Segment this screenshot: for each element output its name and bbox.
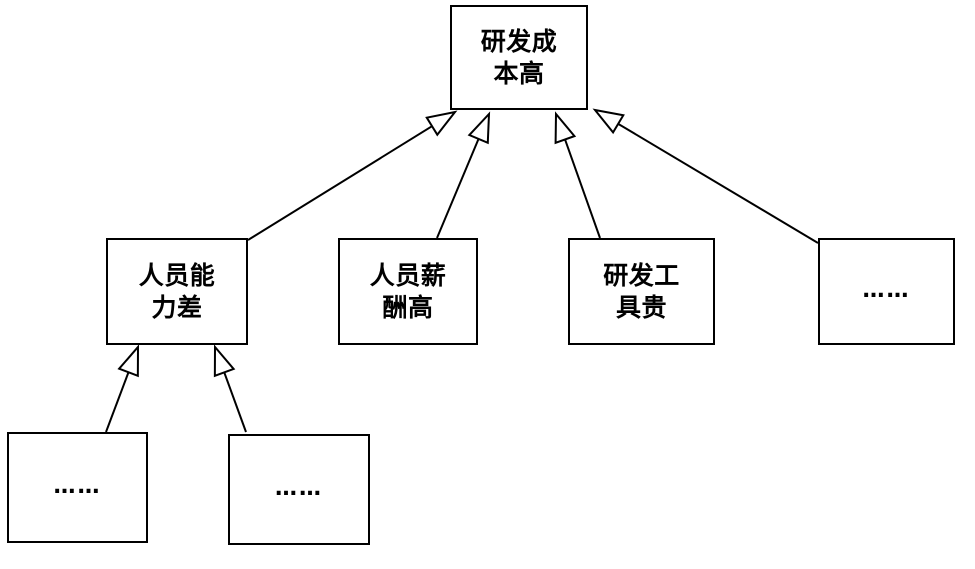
edge-n2-to-root — [436, 111, 491, 239]
arrowhead-hollow-triangle — [117, 344, 140, 378]
edge-n3-to-root — [554, 111, 601, 239]
node-box[interactable]: 研发工 具贵 — [568, 238, 715, 345]
node-label: …… — [275, 476, 323, 502]
arrowhead-hollow-triangle — [554, 111, 577, 145]
node-box[interactable]: …… — [7, 432, 148, 543]
edge-n6-to-n1 — [213, 344, 247, 433]
edge-n1-to-root — [247, 110, 458, 241]
edge-line — [436, 138, 480, 239]
edge-n4-to-root — [592, 108, 819, 244]
arrowhead-hollow-triangle — [592, 108, 625, 135]
node-box[interactable]: 人员薪 酬高 — [338, 238, 478, 345]
edge-n5-to-n1 — [105, 344, 140, 433]
node-label: 研发工 具贵 — [603, 260, 680, 322]
arrowhead-hollow-triangle — [425, 110, 458, 137]
node-box[interactable]: …… — [818, 238, 955, 345]
arrowhead-hollow-triangle — [467, 111, 491, 145]
arrowhead-hollow-triangle — [213, 344, 236, 378]
edge-line — [247, 125, 433, 241]
node-label: …… — [53, 474, 102, 500]
node-label: …… — [862, 278, 911, 304]
node-label: 人员能 力差 — [138, 260, 216, 322]
edge-line — [105, 371, 130, 433]
edge-line — [617, 122, 819, 244]
node-box[interactable]: 人员能 力差 — [106, 238, 248, 345]
node-label: 人员薪 酬高 — [369, 260, 447, 322]
edge-line — [223, 372, 247, 433]
node-label: 研发成 本高 — [480, 26, 558, 88]
node-box[interactable]: 研发成 本高 — [450, 5, 588, 110]
edge-line — [564, 139, 601, 239]
node-box[interactable]: …… — [228, 434, 370, 545]
